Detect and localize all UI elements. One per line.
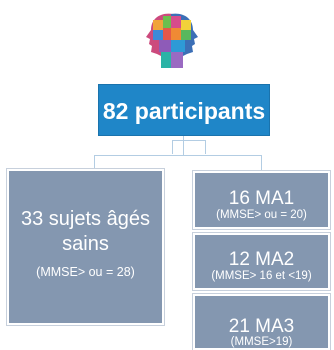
group-healthy-elderly: 33 sujets âgés sains (MMSE> ou = 28)	[6, 168, 165, 326]
group-detail: (MMSE>19)	[230, 336, 293, 348]
connector-right	[261, 155, 262, 171]
puzzle-heads-icon	[146, 13, 198, 69]
connector-left	[94, 155, 95, 169]
connector-stem	[183, 136, 184, 156]
group-title: 21 MA3	[228, 316, 295, 337]
group-detail: (MMSE> 16 et <19)	[211, 270, 312, 282]
root-node: 82 participants	[98, 84, 270, 136]
group-title: 33 sujets âgés sains	[21, 208, 150, 255]
group-detail: (MMSE> ou = 28)	[36, 265, 135, 279]
group-ma3: 21 MA3 (MMSE>19)	[192, 293, 331, 350]
group-detail: (MMSE> ou = 20)	[216, 209, 307, 221]
root-label: 82 participants	[102, 98, 266, 124]
connector-bracket-right	[205, 140, 206, 154]
connector-bar	[94, 155, 262, 156]
group-ma2: 12 MA2 (MMSE> 16 et <19)	[192, 232, 331, 291]
group-ma1: 16 MA1 (MMSE> ou = 20)	[192, 170, 331, 230]
group-title: 12 MA2	[228, 249, 295, 270]
connector-bracket-left	[172, 140, 173, 154]
connector-bracket-top	[172, 140, 206, 141]
group-title: 16 MA1	[228, 188, 295, 209]
